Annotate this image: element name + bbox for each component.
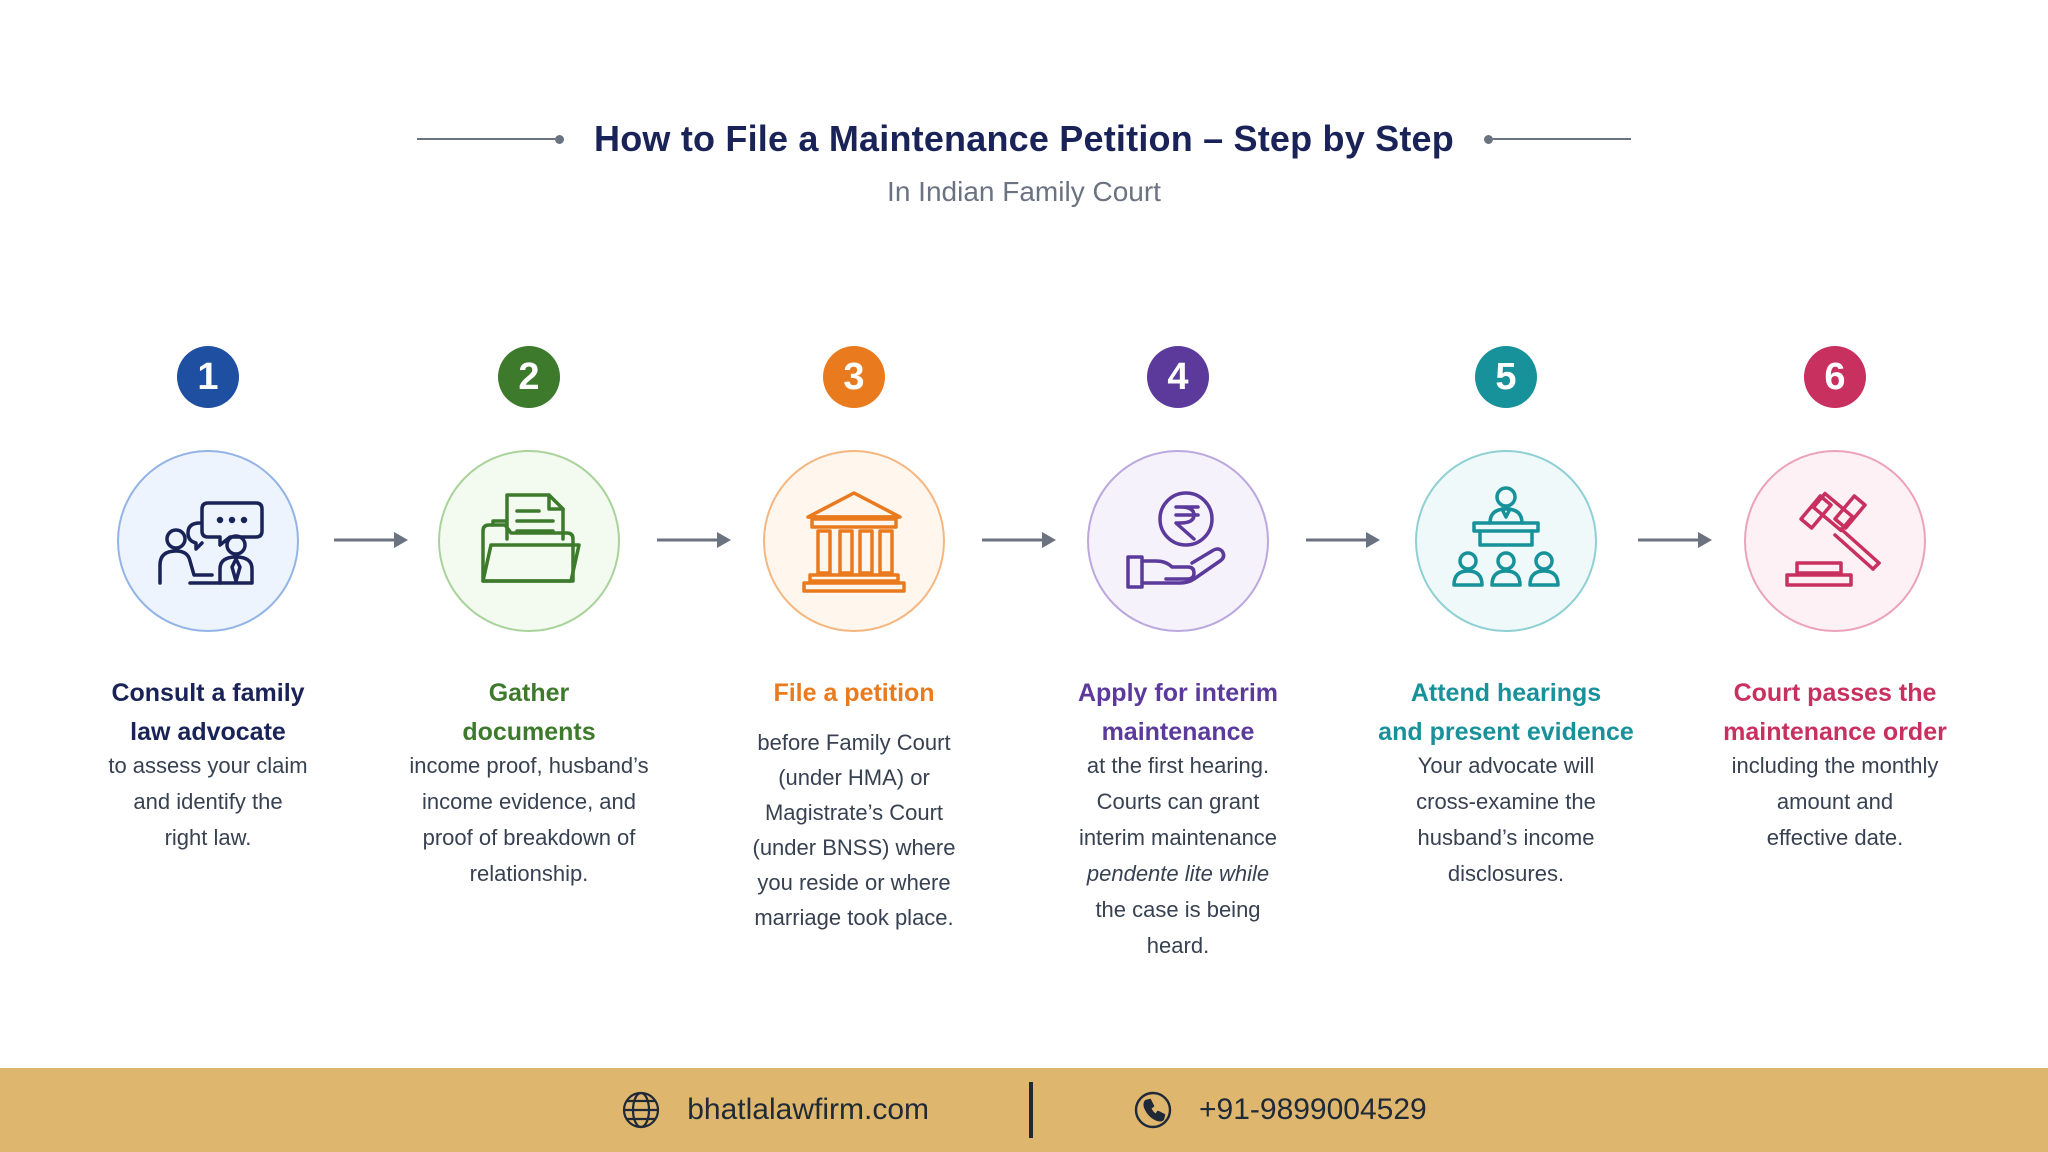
step-icon-circle	[763, 450, 945, 632]
title-right-line	[1483, 134, 1631, 144]
step-number-badge: 6	[1804, 346, 1866, 408]
page-title: How to File a Maintenance Petition – Ste…	[594, 118, 1454, 159]
phone-icon	[1134, 1091, 1172, 1129]
arrow-icon	[657, 532, 731, 548]
arrow-icon	[334, 532, 408, 548]
step-description: income proof, husband’s income evidence,…	[409, 753, 649, 886]
step-6: 6 Court passes the maintenance order inc…	[1685, 346, 1985, 856]
step-1: 1 Consult a family law advocate to asses…	[58, 346, 358, 856]
phone-text: +91-9899004529	[1199, 1093, 1427, 1126]
step-icon-circle	[1415, 450, 1597, 632]
step-description: including the monthly amount and effecti…	[1731, 753, 1939, 850]
step-number-badge: 1	[177, 346, 239, 408]
courthouse-icon	[802, 491, 906, 593]
step-title: Consult a family law advocate	[111, 679, 305, 746]
rupee-hand-icon	[1126, 491, 1226, 589]
footer-bar: bhatlalawfirm.com +91-9899004529	[0, 1068, 2048, 1152]
step-title: Apply for interim maintenance	[1077, 679, 1278, 746]
step-3: 3 File a petition before Family Court (u…	[704, 346, 1004, 935]
arrow-icon	[1638, 532, 1712, 548]
step-5: 5 Attend hearings and present evidence Y…	[1356, 346, 1656, 892]
step-title: Attend hearings and present evidence	[1378, 679, 1634, 746]
arrow-icon	[982, 532, 1056, 548]
step-title: Gather documents	[462, 679, 596, 746]
step-icon-circle	[1744, 450, 1926, 632]
step-number-badge: 2	[498, 346, 560, 408]
step-number-badge: 3	[823, 346, 885, 408]
hearing-audience-icon	[1452, 486, 1560, 587]
website-link[interactable]: bhatlalawfirm.com	[621, 1090, 929, 1130]
step-4: 4 Apply for interim maintenance at the f…	[1028, 346, 1328, 964]
website-text: bhatlalawfirm.com	[687, 1093, 929, 1126]
step-description: at the first hearing. Courts can grant i…	[1078, 753, 1278, 958]
arrow-icon	[1306, 532, 1380, 548]
step-number-badge: 4	[1147, 346, 1209, 408]
step-description: before Family Court (under HMA) or Magis…	[752, 730, 956, 930]
step-icon-circle	[117, 450, 299, 632]
step-icon-circle	[438, 450, 620, 632]
footer-divider	[1029, 1082, 1033, 1138]
step-number-badge: 5	[1475, 346, 1537, 408]
globe-icon	[623, 1091, 660, 1129]
gavel-icon	[1785, 491, 1881, 587]
step-description: Your advocate will cross-examine the hus…	[1416, 753, 1596, 886]
header: How to File a Maintenance Petition – Ste…	[0, 118, 2048, 208]
title-row: How to File a Maintenance Petition – Ste…	[0, 118, 2048, 160]
documents-folder-icon	[481, 493, 581, 583]
consultation-icon	[158, 501, 264, 585]
step-icon-circle	[1087, 450, 1269, 632]
step-description: to assess your claim and identify the ri…	[108, 753, 308, 850]
step-title: File a petition	[773, 679, 935, 707]
title-left-line	[417, 134, 565, 144]
page-subtitle: In Indian Family Court	[887, 176, 1161, 207]
step-2: 2 Gather documents income proof, husband…	[379, 346, 679, 892]
step-title: Court passes the maintenance order	[1723, 679, 1947, 746]
phone-link[interactable]: +91-9899004529	[1133, 1090, 1427, 1130]
